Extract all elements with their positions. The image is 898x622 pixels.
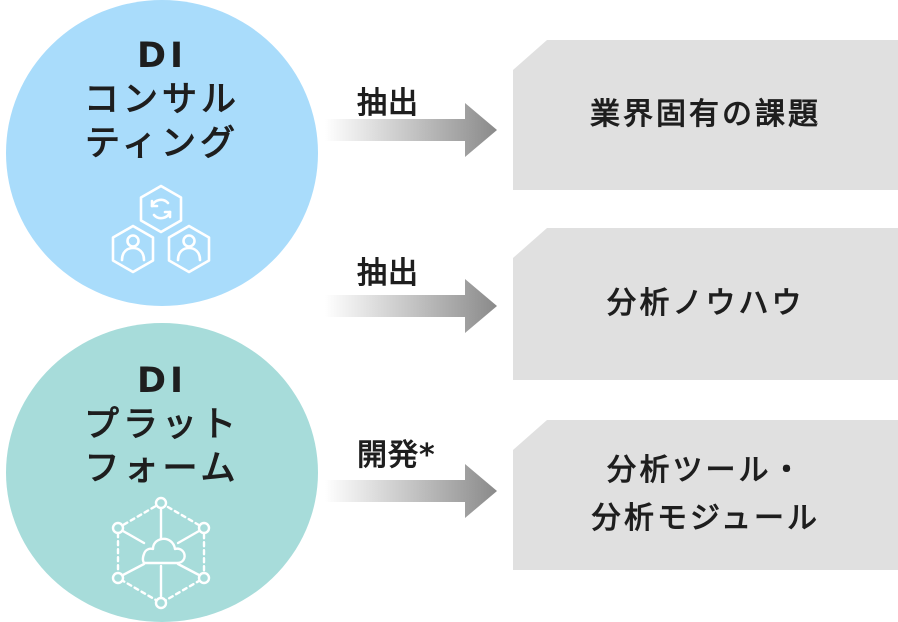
flow-1-target-box: 業界固有の課題 xyxy=(513,40,898,190)
flow-3-target-line-1: 分析ツール・ xyxy=(606,453,805,488)
flow-2-arrow xyxy=(325,279,497,333)
consulting-circle: DI コンサル ティング xyxy=(6,0,318,306)
platform-title: DI プラット フォーム xyxy=(6,359,318,491)
consulting-title-line-3: ティング xyxy=(85,124,239,164)
flow-1-target-text: 業界固有の課題 xyxy=(590,91,821,139)
consulting-title-line-2: コンサル xyxy=(83,80,240,120)
flow-1-label: 抽出 xyxy=(357,86,419,121)
platform-title-line-3: フォーム xyxy=(84,449,240,489)
flow-3-target-line-2: 分析モジュール xyxy=(591,501,820,536)
flow-1-target-line-1: 業界固有の課題 xyxy=(590,97,821,132)
flow-3-arrow xyxy=(325,464,497,518)
consulting-title: DI コンサル ティング xyxy=(6,34,318,166)
flow-3-target-box: 分析ツール・ 分析モジュール xyxy=(513,420,898,570)
platform-title-line-2: プラット xyxy=(83,405,240,445)
flow-3-box-bg xyxy=(513,420,898,570)
flow-2-target-box: 分析ノウハウ xyxy=(513,228,898,380)
platform-circle: DI プラット フォーム xyxy=(6,323,318,622)
flow-2-target-text: 分析ノウハウ xyxy=(607,280,805,328)
flow-1-box-bg xyxy=(513,40,898,190)
flow-2-box-bg xyxy=(513,228,898,380)
flow-3-target-text: 分析ツール・ 分析モジュール xyxy=(591,447,820,543)
flow-2-label: 抽出 xyxy=(357,256,419,291)
cloud-network-icon xyxy=(111,496,211,610)
flow-3-label: 開発* xyxy=(357,438,436,473)
platform-title-line-1: DI xyxy=(136,361,188,401)
flow-2-target-line-1: 分析ノウハウ xyxy=(606,286,805,321)
flow-1-arrow xyxy=(325,103,497,157)
team-hexagon-icon xyxy=(111,184,211,274)
consulting-title-line-1: DI xyxy=(136,36,188,76)
